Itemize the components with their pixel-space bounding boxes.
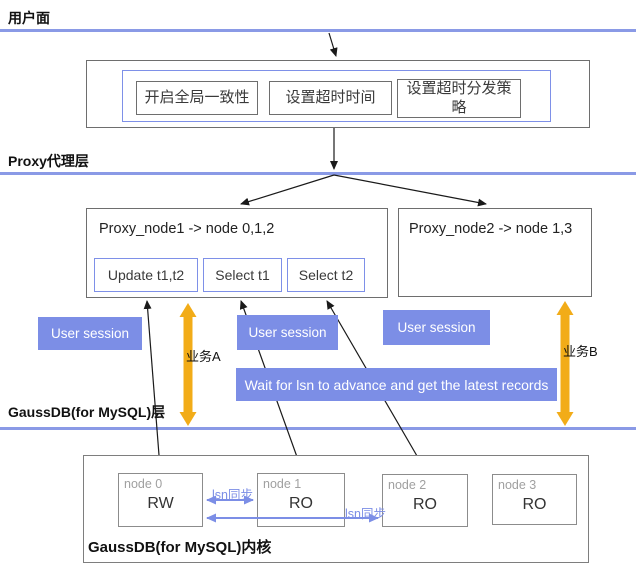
config-button-timeout-policy: 设置超时分发策略 bbox=[397, 79, 521, 118]
config-button-timeout: 设置超时时间 bbox=[269, 81, 392, 115]
lsn-sync-label-2: lsn同步 bbox=[345, 507, 386, 521]
node-2-name: node 2 bbox=[388, 478, 427, 492]
arrow-proxy-split-left bbox=[240, 174, 335, 206]
config-button-global-consistency: 开启全局一致性 bbox=[136, 81, 258, 115]
arrow-proxy-split-right bbox=[333, 174, 487, 207]
node-3-name: node 3 bbox=[498, 478, 537, 492]
gaussdb-layer-heading: GaussDB(for MySQL)层 bbox=[8, 404, 166, 420]
gaussdb-layer-divider bbox=[0, 427, 636, 430]
node-1-name: node 1 bbox=[263, 477, 302, 491]
user-session-1: User session bbox=[38, 317, 142, 350]
node-2-box: node 2 RO bbox=[382, 474, 468, 527]
kernel-title: GaussDB(for MySQL)内核 bbox=[88, 539, 272, 556]
node-0-name: node 0 bbox=[124, 477, 163, 491]
query-select-t1: Select t1 bbox=[203, 258, 282, 292]
proxy-node2-box: Proxy_node2 -> node 1,3 bbox=[398, 208, 592, 297]
node-3-box: node 3 RO bbox=[492, 474, 577, 525]
business-b-arrow bbox=[556, 301, 574, 426]
arrow-update-to-node0 bbox=[143, 300, 164, 469]
business-b-label: 业务B bbox=[563, 344, 598, 359]
proxy-layer-heading: Proxy代理层 bbox=[8, 153, 89, 169]
node-0-box: node 0 RW bbox=[118, 473, 203, 527]
node-3-role: RO bbox=[522, 496, 547, 513]
config-panel-inner: 开启全局一致性 设置超时时间 设置超时分发策略 bbox=[122, 70, 551, 122]
business-a-label: 业务A bbox=[186, 349, 221, 364]
node-0-role: RW bbox=[147, 495, 174, 512]
node-2-role: RO bbox=[413, 496, 437, 513]
query-update-t1t2: Update t1,t2 bbox=[94, 258, 198, 292]
node-1-role: RO bbox=[289, 495, 313, 512]
proxy-layer-divider bbox=[0, 172, 636, 175]
user-plane-heading: 用户面 bbox=[8, 10, 50, 26]
config-panel: 开启全局一致性 设置超时时间 设置超时分发策略 bbox=[86, 60, 590, 128]
arrow-userplane-to-config bbox=[328, 32, 338, 57]
query-select-t2: Select t2 bbox=[287, 258, 365, 292]
proxy-node1-box: Proxy_node1 -> node 0,1,2 Update t1,t2 S… bbox=[86, 208, 388, 298]
business-a-arrow bbox=[179, 303, 197, 426]
proxy-node1-title: Proxy_node1 -> node 0,1,2 bbox=[99, 221, 275, 237]
user-plane-divider bbox=[0, 29, 636, 32]
proxy-node2-title: Proxy_node2 -> node 1,3 bbox=[409, 221, 573, 237]
lsn-sync-label-1: lsn同步 bbox=[212, 488, 253, 502]
